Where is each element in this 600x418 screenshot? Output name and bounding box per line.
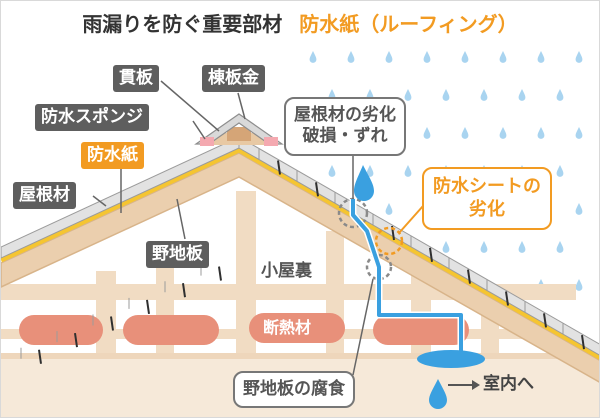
label-nukiita: 貫板 bbox=[113, 65, 159, 92]
rain-drop bbox=[556, 165, 564, 177]
label-yanezai: 屋根材 bbox=[13, 182, 76, 209]
rain-drop bbox=[461, 51, 469, 63]
water-pool bbox=[417, 350, 485, 368]
nail bbox=[38, 349, 42, 364]
label-dannetsuzai: 断熱材 bbox=[263, 318, 312, 337]
nail bbox=[218, 266, 222, 281]
rain-drop bbox=[518, 241, 526, 253]
rain-drop bbox=[423, 51, 431, 63]
nail bbox=[467, 269, 471, 284]
rain-drop bbox=[537, 127, 545, 139]
nails bbox=[38, 160, 585, 364]
nail bbox=[505, 291, 509, 306]
sheathing-board bbox=[1, 152, 599, 383]
rain-drop bbox=[385, 203, 393, 215]
arrow-to-interior bbox=[448, 380, 480, 390]
rain-drop bbox=[404, 165, 412, 177]
leader-lines bbox=[92, 80, 374, 376]
rain-drop bbox=[480, 241, 488, 253]
label-bousui-sponge: 防水スポンジ bbox=[35, 104, 149, 131]
label-koyaura: 小屋裏 bbox=[261, 261, 312, 281]
nail bbox=[581, 335, 585, 350]
leak-drop-bottom bbox=[429, 379, 447, 409]
rain-drop bbox=[556, 241, 564, 253]
rain-drop bbox=[537, 51, 545, 63]
page-title: 雨漏りを防ぐ重要部材 防水紙（ルーフィング） bbox=[1, 7, 599, 41]
label-munaitakin: 棟板金 bbox=[202, 65, 265, 92]
rain-drop bbox=[442, 89, 450, 101]
insulation-pads bbox=[19, 313, 469, 345]
title-accent: 防水紙（ルーフィング） bbox=[299, 12, 518, 36]
rain-drop bbox=[442, 241, 450, 253]
nail bbox=[315, 182, 319, 197]
rain-drop bbox=[518, 89, 526, 101]
sheathing-rot-circle bbox=[365, 253, 393, 281]
rain-drop bbox=[575, 51, 583, 63]
rain-drop bbox=[480, 89, 488, 101]
rain-drop bbox=[499, 127, 507, 139]
ceiling-beam bbox=[1, 353, 599, 359]
label-nojiita: 野地板 bbox=[146, 241, 209, 268]
roof-damage-line2: 破損・ずれ bbox=[302, 126, 388, 147]
label-roof-damage: 屋根材の劣化 破損・ずれ bbox=[284, 97, 406, 156]
tile-steps bbox=[20, 148, 564, 359]
roof-damage-line1: 屋根材の劣化 bbox=[294, 105, 396, 125]
underlayment-line bbox=[1, 147, 599, 360]
leak-water-path bbox=[351, 199, 463, 357]
title-main: 雨漏りを防ぐ重要部材 bbox=[82, 12, 283, 36]
rain-drop bbox=[499, 51, 507, 63]
rain-drop bbox=[404, 89, 412, 101]
rain-drop bbox=[309, 51, 317, 63]
rain-drop bbox=[461, 127, 469, 139]
rain-drop bbox=[385, 51, 393, 63]
rain-drop bbox=[328, 165, 336, 177]
nail bbox=[543, 313, 547, 328]
sheet-damage-circle bbox=[374, 226, 404, 256]
label-shitsunai: 室内へ bbox=[483, 374, 534, 394]
rain-drop bbox=[347, 51, 355, 63]
rain-drops bbox=[309, 51, 583, 291]
label-nojiita-fushoku: 野地板の腐食 bbox=[233, 371, 355, 409]
nail bbox=[429, 247, 433, 262]
rain-drop bbox=[575, 279, 583, 291]
label-sheet-damage: 防水シートの 劣化 bbox=[422, 167, 552, 230]
nail bbox=[277, 160, 281, 175]
sheet-damage-line1: 防水シートの bbox=[433, 176, 541, 197]
rain-drop bbox=[575, 127, 583, 139]
rain-drop bbox=[556, 89, 564, 101]
rain-drop bbox=[423, 127, 431, 139]
nail bbox=[146, 299, 150, 314]
nail bbox=[74, 332, 78, 348]
leak-drop-top bbox=[354, 165, 374, 201]
rain-drop bbox=[366, 165, 374, 177]
rain-drop bbox=[575, 203, 583, 215]
nail bbox=[182, 283, 186, 298]
nail bbox=[110, 316, 114, 331]
label-bousuishi: 防水紙 bbox=[81, 142, 144, 169]
ridge-assembly bbox=[194, 113, 284, 146]
sheet-damage-line2: 劣化 bbox=[469, 199, 505, 221]
